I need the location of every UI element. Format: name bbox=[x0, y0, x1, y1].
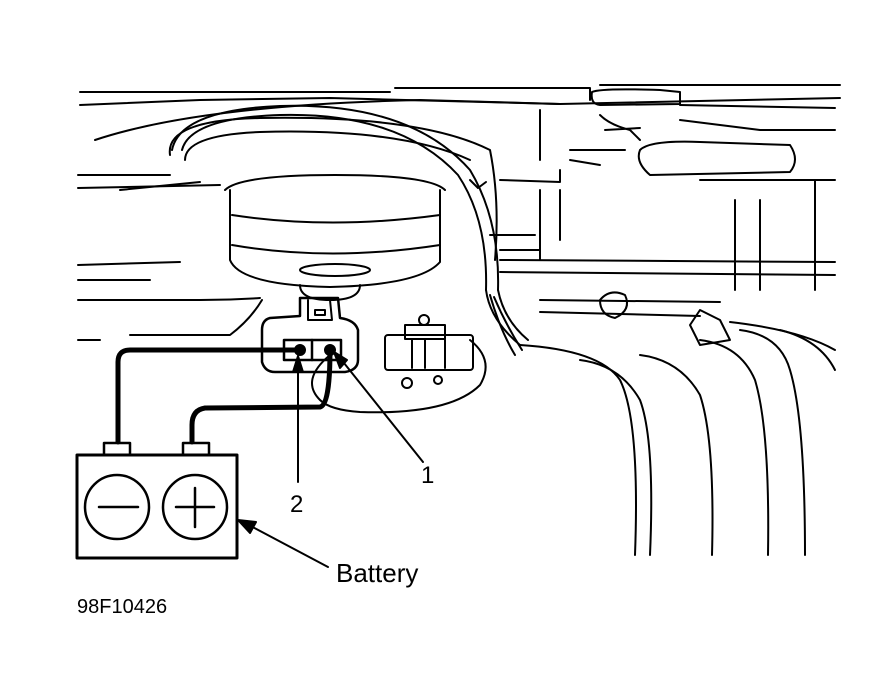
tank-ribs bbox=[519, 291, 836, 556]
vehicle-body-outline bbox=[77, 84, 841, 341]
callout-leaders bbox=[292, 351, 424, 483]
battery-leads bbox=[115, 347, 333, 445]
battery-body bbox=[75, 453, 239, 560]
callout-terminal-1: 1 bbox=[421, 462, 435, 489]
battery-graphic bbox=[75, 441, 239, 560]
figure-id: 98F10426 bbox=[77, 596, 168, 618]
relay-component bbox=[384, 314, 474, 389]
leader-terminal-1 bbox=[339, 357, 424, 463]
motor-assembly bbox=[168, 116, 498, 301]
harness-cable bbox=[171, 104, 529, 356]
callout-terminal-2: 2 bbox=[290, 491, 304, 518]
battery-label: Battery bbox=[336, 558, 419, 588]
connector bbox=[260, 296, 360, 374]
positive-lead bbox=[189, 347, 333, 445]
mount-plate bbox=[311, 339, 487, 414]
battery-positive-post bbox=[181, 441, 211, 457]
battery-negative-post bbox=[102, 441, 132, 457]
battery-arrow bbox=[237, 519, 329, 568]
negative-symbol-icon bbox=[83, 473, 151, 541]
negative-lead bbox=[115, 347, 303, 445]
positive-symbol-icon bbox=[161, 473, 229, 541]
